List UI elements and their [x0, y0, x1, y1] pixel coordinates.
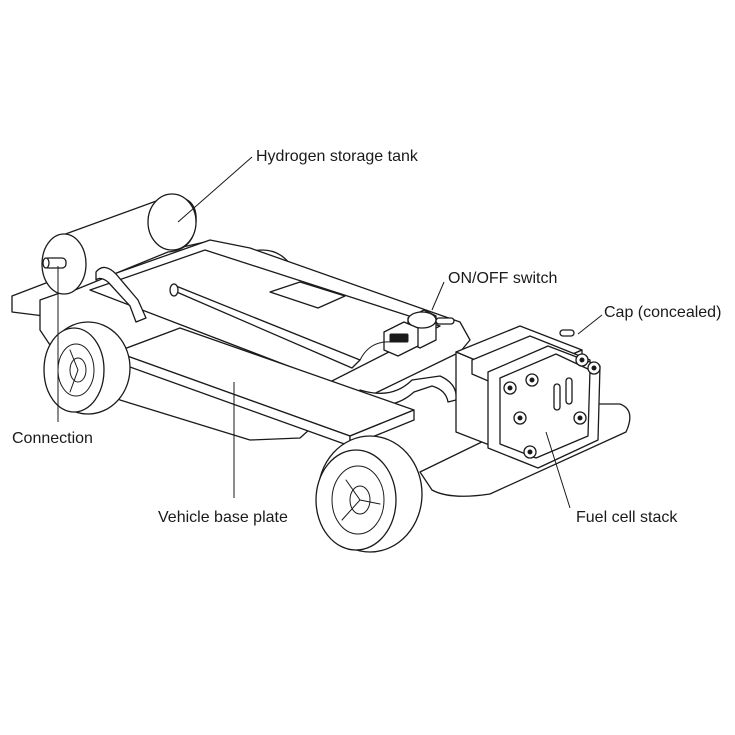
hydrogen-storage-tank [41, 193, 197, 295]
chassis-label-area [269, 281, 346, 309]
on-off-switch [359, 309, 455, 361]
leader-on-off-switch [431, 281, 445, 311]
fuel-cell-stack [455, 325, 601, 469]
front-left-wheel [315, 435, 423, 553]
leader-hydrogen-tank [177, 156, 253, 223]
label-cap: Cap (concealed) [604, 304, 722, 321]
label-connection: Connection [12, 430, 93, 447]
hydrogen-hose [95, 266, 147, 323]
rear-left-wheel [43, 321, 131, 415]
label-on-off-switch: ON/OFF switch [448, 270, 558, 287]
leader-fuel-cell [545, 431, 571, 509]
label-vehicle-base-plate: Vehicle base plate [158, 509, 288, 526]
chassis-top-plate [89, 249, 441, 383]
label-hydrogen-storage-tank: Hydrogen storage tank [256, 148, 418, 165]
fuel-cell-hose [359, 375, 457, 406]
leader-cap [577, 314, 603, 335]
label-fuel-cell-stack: Fuel cell stack [576, 509, 678, 526]
